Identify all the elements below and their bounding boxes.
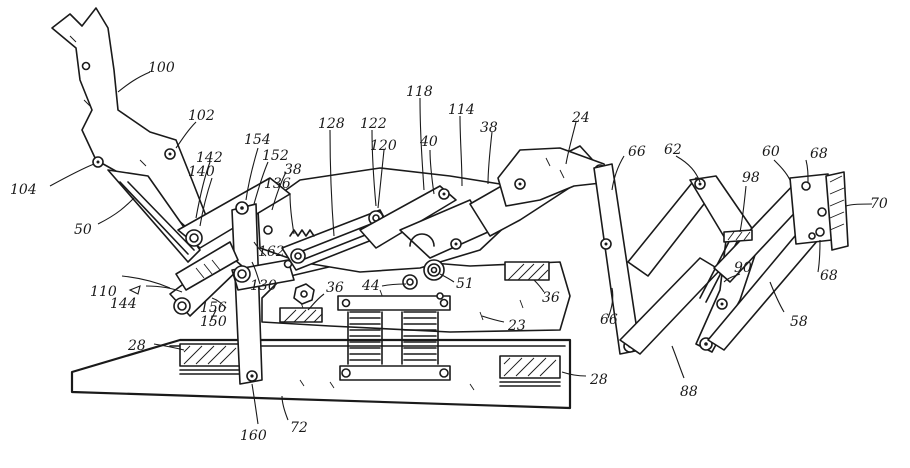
back-bracket	[51, 7, 211, 237]
pivot-washers	[402, 259, 445, 300]
ref-58: 58	[790, 314, 808, 330]
base-block-right	[499, 355, 561, 387]
ref-50: 50	[74, 222, 92, 238]
ref-28a: 28	[127, 338, 146, 354]
leg-link-88	[619, 177, 721, 355]
ref-136: 136	[264, 176, 291, 192]
ref-70: 70	[870, 196, 888, 212]
ref-122: 122	[360, 116, 387, 132]
ref-60: 60	[762, 144, 780, 160]
ref-100: 100	[148, 60, 175, 76]
ref-38b: 38	[480, 120, 498, 136]
rear-linkage	[169, 177, 295, 385]
ref-88: 88	[680, 384, 698, 400]
ref-110: 110	[90, 284, 117, 300]
base-block-left	[179, 343, 241, 375]
ref-150: 150	[200, 314, 227, 330]
ref-38a: 38	[284, 162, 302, 178]
ref-36b: 36	[542, 290, 560, 306]
seat-block-right	[504, 261, 550, 281]
ref-156: 156	[200, 300, 227, 316]
ref-62: 62	[664, 142, 682, 158]
ref-142: 142	[196, 150, 223, 166]
ref-68b: 68	[820, 268, 838, 284]
base-rail	[70, 338, 572, 410]
ref-152: 152	[262, 148, 289, 164]
ref-51: 51	[456, 276, 474, 292]
reference-labels: 100 102 104 50 142 140 154 152 38 136 12…	[10, 60, 888, 444]
ref-66b: 66	[600, 312, 618, 328]
footrest-links	[707, 171, 849, 351]
bracket-98	[723, 229, 753, 243]
ref-36a: 36	[326, 280, 344, 296]
ref-128: 128	[318, 116, 345, 132]
ref-24: 24	[571, 110, 590, 126]
ref-90: 90	[734, 260, 752, 276]
ref-114: 114	[448, 102, 475, 118]
ref-66a: 66	[628, 144, 646, 160]
ref-102: 102	[188, 108, 215, 124]
ref-28b: 28	[589, 372, 608, 388]
slotted-link	[107, 169, 201, 263]
ref-68a: 68	[810, 146, 828, 162]
ref-40: 40	[419, 134, 438, 150]
ref-23: 23	[507, 318, 526, 334]
ref-44: 44	[361, 278, 380, 294]
ref-104: 104	[10, 182, 37, 198]
ref-140: 140	[188, 164, 215, 180]
ref-160: 160	[240, 428, 267, 444]
ref-120: 120	[370, 138, 397, 154]
spring-assembly	[337, 295, 451, 381]
ref-162: 162	[258, 244, 285, 260]
ref-130: 130	[250, 278, 277, 294]
ref-118: 118	[406, 84, 433, 100]
seat-block-left	[279, 307, 323, 323]
hex-nut	[293, 283, 315, 305]
ref-72: 72	[290, 420, 308, 436]
ref-154: 154	[244, 132, 271, 148]
ref-144: 144	[110, 296, 137, 312]
ref-98: 98	[742, 170, 760, 186]
